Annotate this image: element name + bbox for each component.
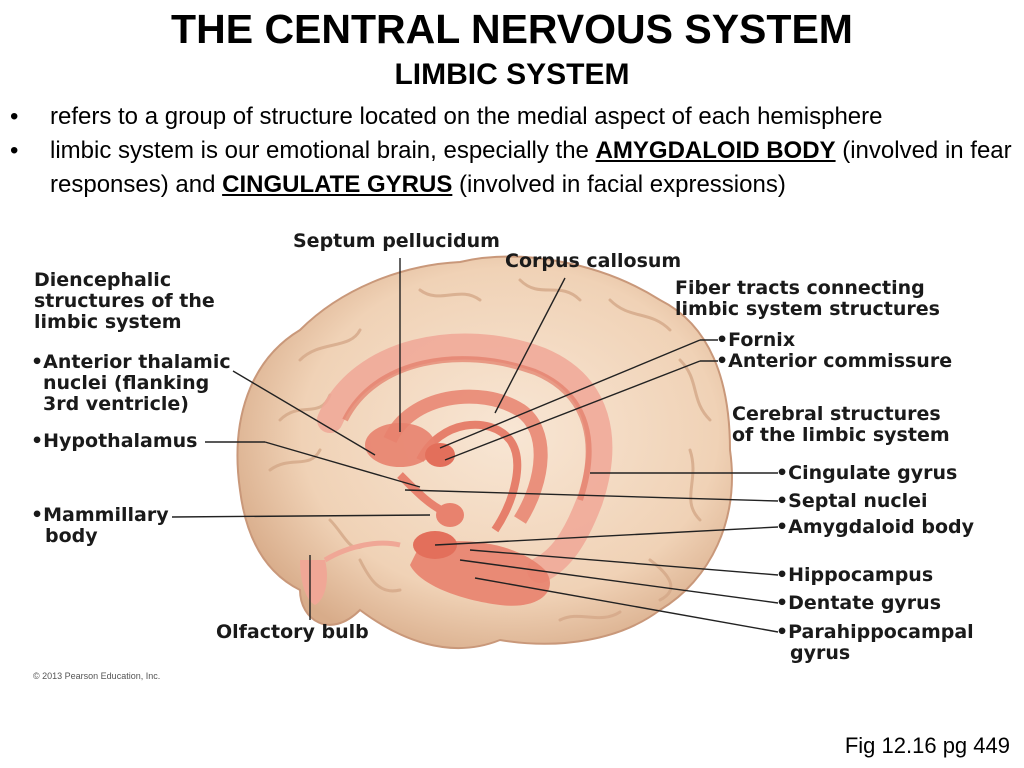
figure-reference: Fig 12.16 pg 449 bbox=[844, 733, 1010, 758]
label-olfactory-bulb: Olfactory bulb bbox=[216, 621, 369, 643]
label-anterior-thalamic-nuclei: •Anterior thalamic nuclei (flanking 3rd … bbox=[31, 351, 231, 415]
term-cingulate-gyrus: CINGULATE GYRUS bbox=[222, 171, 453, 198]
bullet-text: (involved in fear responses) and bbox=[50, 137, 1012, 198]
label-hippocampus: •Hippocampus bbox=[776, 564, 934, 586]
slide-subtitle: LIMBIC SYSTEM bbox=[394, 58, 630, 91]
label-parahippocampal-gyrus: •Parahippocampal gyrus bbox=[776, 621, 974, 664]
bullet-text: refers to a group of structure located o… bbox=[50, 103, 883, 130]
cingulate-gyrus-shape bbox=[317, 333, 613, 583]
label-septal-nuclei: •Septal nuclei bbox=[776, 490, 928, 512]
label-fornix: •Fornix bbox=[716, 329, 796, 351]
bullet-text: limbic system is our emotional brain, es… bbox=[50, 137, 596, 164]
label-corpus-callosum: Corpus callosum bbox=[505, 250, 682, 272]
bullet-item: • refers to a group of structure located… bbox=[10, 100, 1015, 134]
bullet-marker: • bbox=[10, 103, 19, 130]
label-septum-pellucidum: Septum pellucidum bbox=[293, 230, 500, 252]
header-cerebral-structures: Cerebral structures of the limbic system bbox=[732, 403, 950, 446]
header-fiber-tracts: Fiber tracts connecting limbic system st… bbox=[675, 277, 940, 320]
bullet-text: (involved in facial expressions) bbox=[452, 171, 786, 198]
brain-hemisphere bbox=[236, 255, 733, 649]
header-diencephalic: Diencephalic structures of the limbic sy… bbox=[34, 269, 215, 333]
olfactory-bulb-shape bbox=[300, 560, 327, 605]
label-amygdaloid-body: •Amygdaloid body bbox=[776, 516, 974, 538]
bullet-marker: • bbox=[10, 137, 19, 164]
gyri-folds bbox=[268, 278, 712, 622]
label-anterior-commissure: •Anterior commissure bbox=[716, 350, 953, 372]
bullet-list: • refers to a group of structure located… bbox=[10, 100, 1015, 202]
term-amygdaloid-body: AMYGDALOID BODY bbox=[595, 137, 836, 164]
label-cingulate-gyrus: •Cingulate gyrus bbox=[776, 462, 958, 484]
leader-lines bbox=[171, 258, 779, 633]
label-dentate-gyrus: •Dentate gyrus bbox=[776, 592, 942, 614]
bullet-item: • limbic system is our emotional brain, … bbox=[10, 134, 1015, 202]
label-mammillary-body: •Mammillary body bbox=[31, 504, 169, 547]
label-hypothalamus: •Hypothalamus bbox=[31, 430, 198, 452]
slide-title: THE CENTRAL NERVOUS SYSTEM bbox=[171, 6, 853, 52]
copyright-notice: © 2013 Pearson Education, Inc. bbox=[33, 671, 161, 681]
